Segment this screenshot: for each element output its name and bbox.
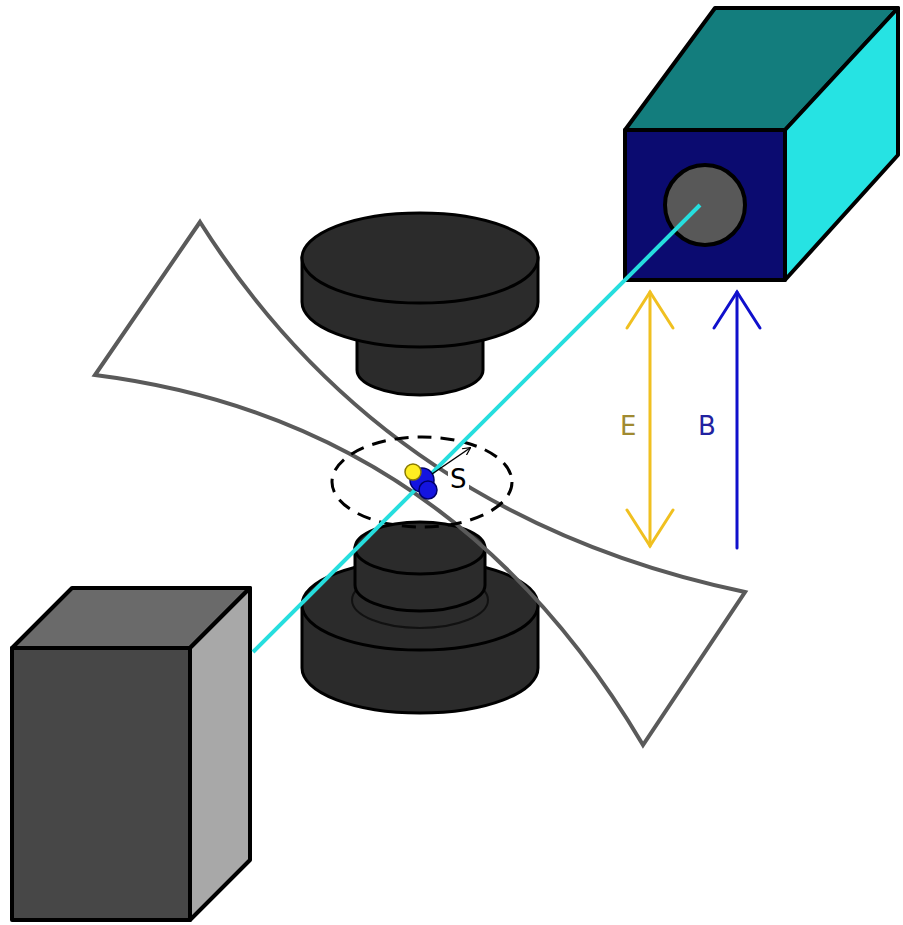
source-box [12, 588, 250, 920]
field-label: E [618, 413, 638, 439]
field-label: B [696, 413, 718, 439]
molecule [405, 464, 437, 499]
upper-electrode [302, 213, 538, 395]
probe-beam [253, 205, 700, 652]
magnetic-field-arrow [714, 292, 760, 548]
trap-region [332, 437, 512, 527]
spin-label: S [448, 466, 469, 492]
lower-electrode [302, 522, 538, 713]
